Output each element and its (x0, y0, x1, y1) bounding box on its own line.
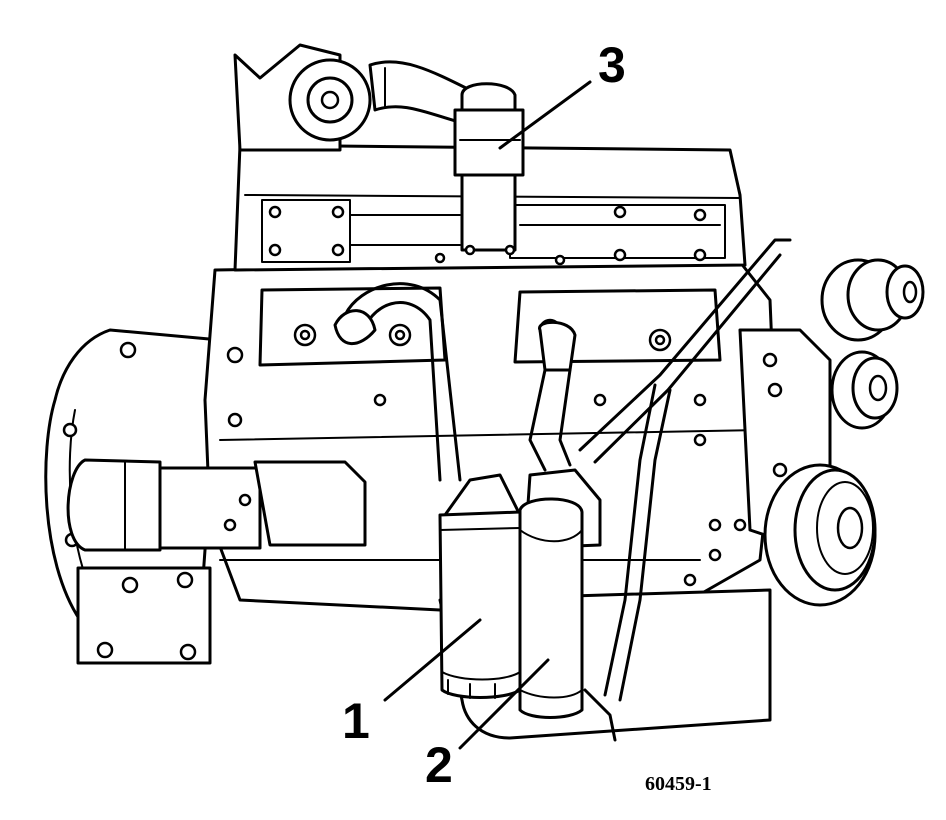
figure-id: 60459-1 (645, 773, 712, 795)
breather-hose (333, 282, 462, 482)
turbocharger (233, 43, 372, 152)
leader-line-2 (458, 658, 550, 750)
starter-motor (66, 458, 367, 552)
callout-1: 1 (342, 693, 370, 749)
callout-2: 2 (425, 737, 453, 793)
side-covers (258, 286, 722, 367)
breather-housing (453, 82, 525, 256)
crankshaft-pulley (763, 463, 877, 607)
water-pump-pulley (820, 258, 925, 342)
mounting-bracket (76, 566, 212, 665)
leader-line-1 (383, 618, 482, 702)
leader-line-3 (498, 80, 592, 150)
callout-3: 3 (598, 37, 626, 93)
bypass-filter (518, 468, 602, 719)
idler-pulley (830, 350, 899, 430)
oil-lines (528, 238, 792, 742)
oil-filter (438, 473, 522, 699)
